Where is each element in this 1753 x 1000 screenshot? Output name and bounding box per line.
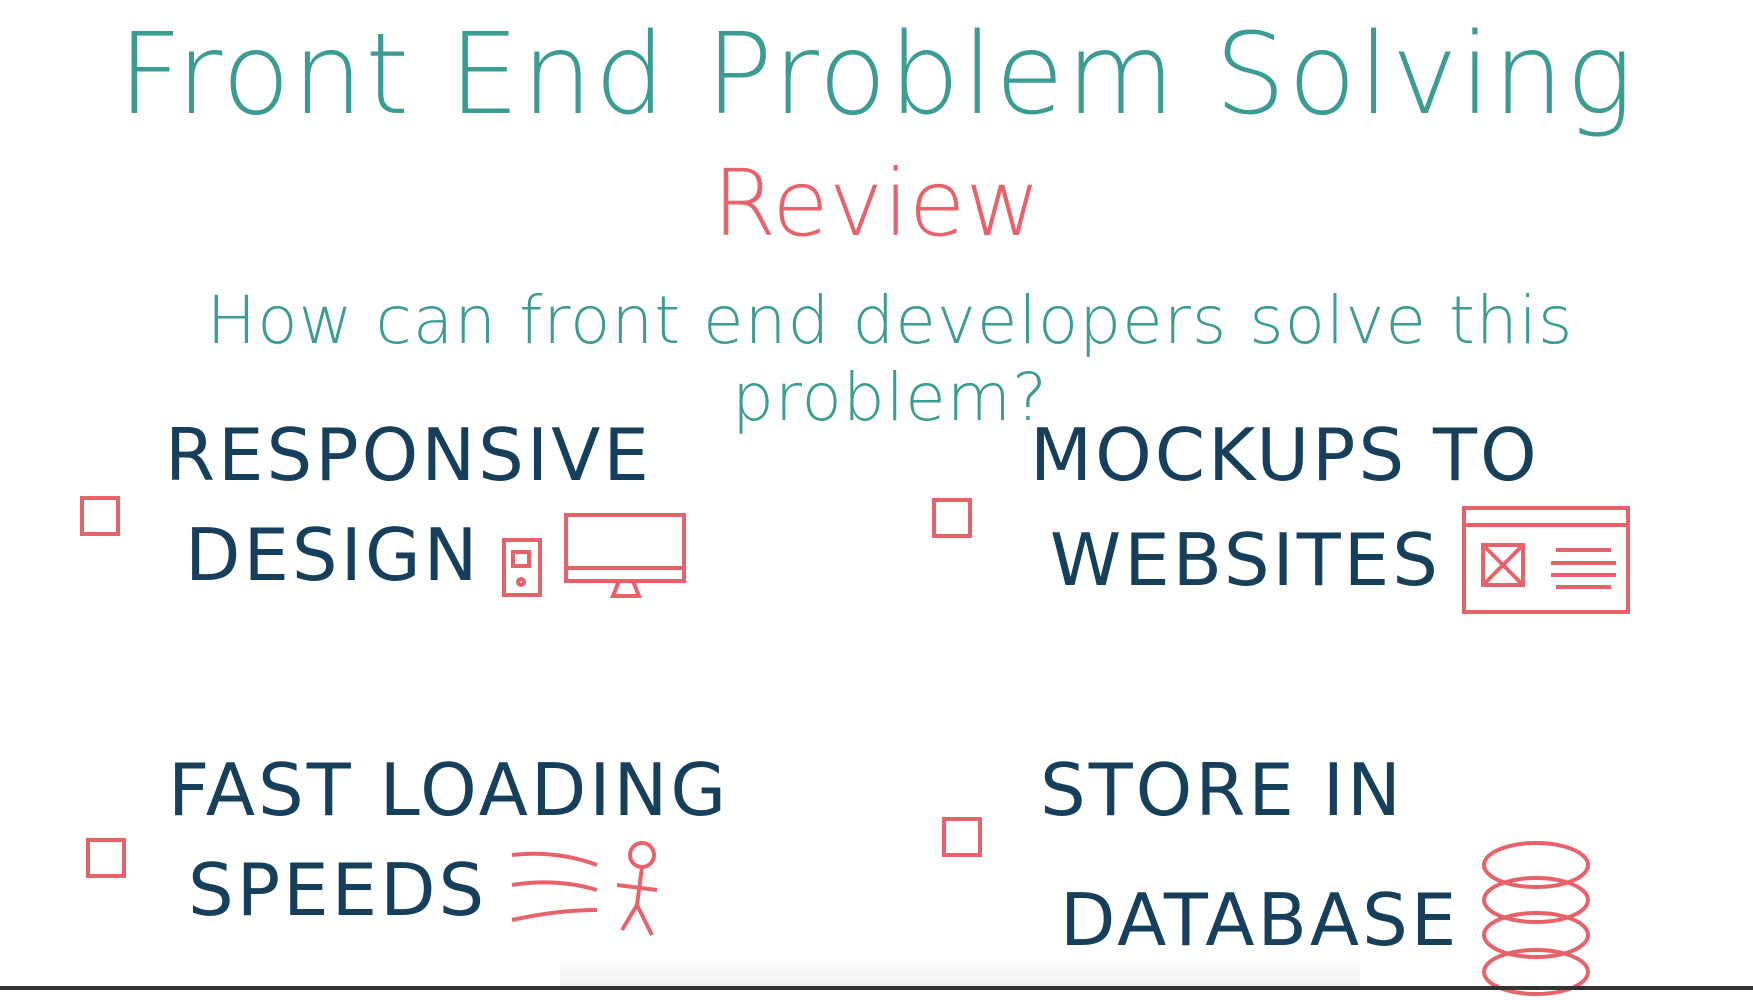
option-line2: Database xyxy=(1060,878,1460,962)
bottom-edge xyxy=(0,986,1753,990)
checkbox-store-in-database[interactable] xyxy=(942,817,982,857)
option-mockups-to-websites: Mockups to Websites xyxy=(1030,405,1631,615)
webpage-mockup-icon xyxy=(1461,506,1630,614)
option-line2: speeds xyxy=(188,848,488,932)
checkbox-mockups-to-websites[interactable] xyxy=(932,498,972,538)
option-line1: Mockups to xyxy=(1030,413,1540,497)
devices-icon xyxy=(501,513,686,598)
option-fast-loading: Fast loading speeds xyxy=(168,740,729,940)
option-line1: Fast loading xyxy=(168,748,730,832)
option-line2: Websites xyxy=(1050,518,1441,602)
video-control-bar xyxy=(560,956,1360,986)
option-line2: Design xyxy=(185,513,481,597)
database-icon xyxy=(1482,841,1591,996)
checkbox-responsive-design[interactable] xyxy=(80,496,120,536)
lesson-subtitle: Review xyxy=(712,150,1041,257)
option-responsive-design: Responsive Design xyxy=(165,405,691,605)
running-person-icon xyxy=(511,841,658,936)
lesson-title: Front End Problem Solving xyxy=(117,10,1636,140)
option-store-in-database: Store in Database xyxy=(1040,740,1594,1000)
checkbox-fast-loading[interactable] xyxy=(86,838,126,878)
option-line1: Responsive xyxy=(165,413,652,497)
option-line1: Store in xyxy=(1040,748,1404,832)
question: How can front end developers solve this … xyxy=(206,282,1574,436)
